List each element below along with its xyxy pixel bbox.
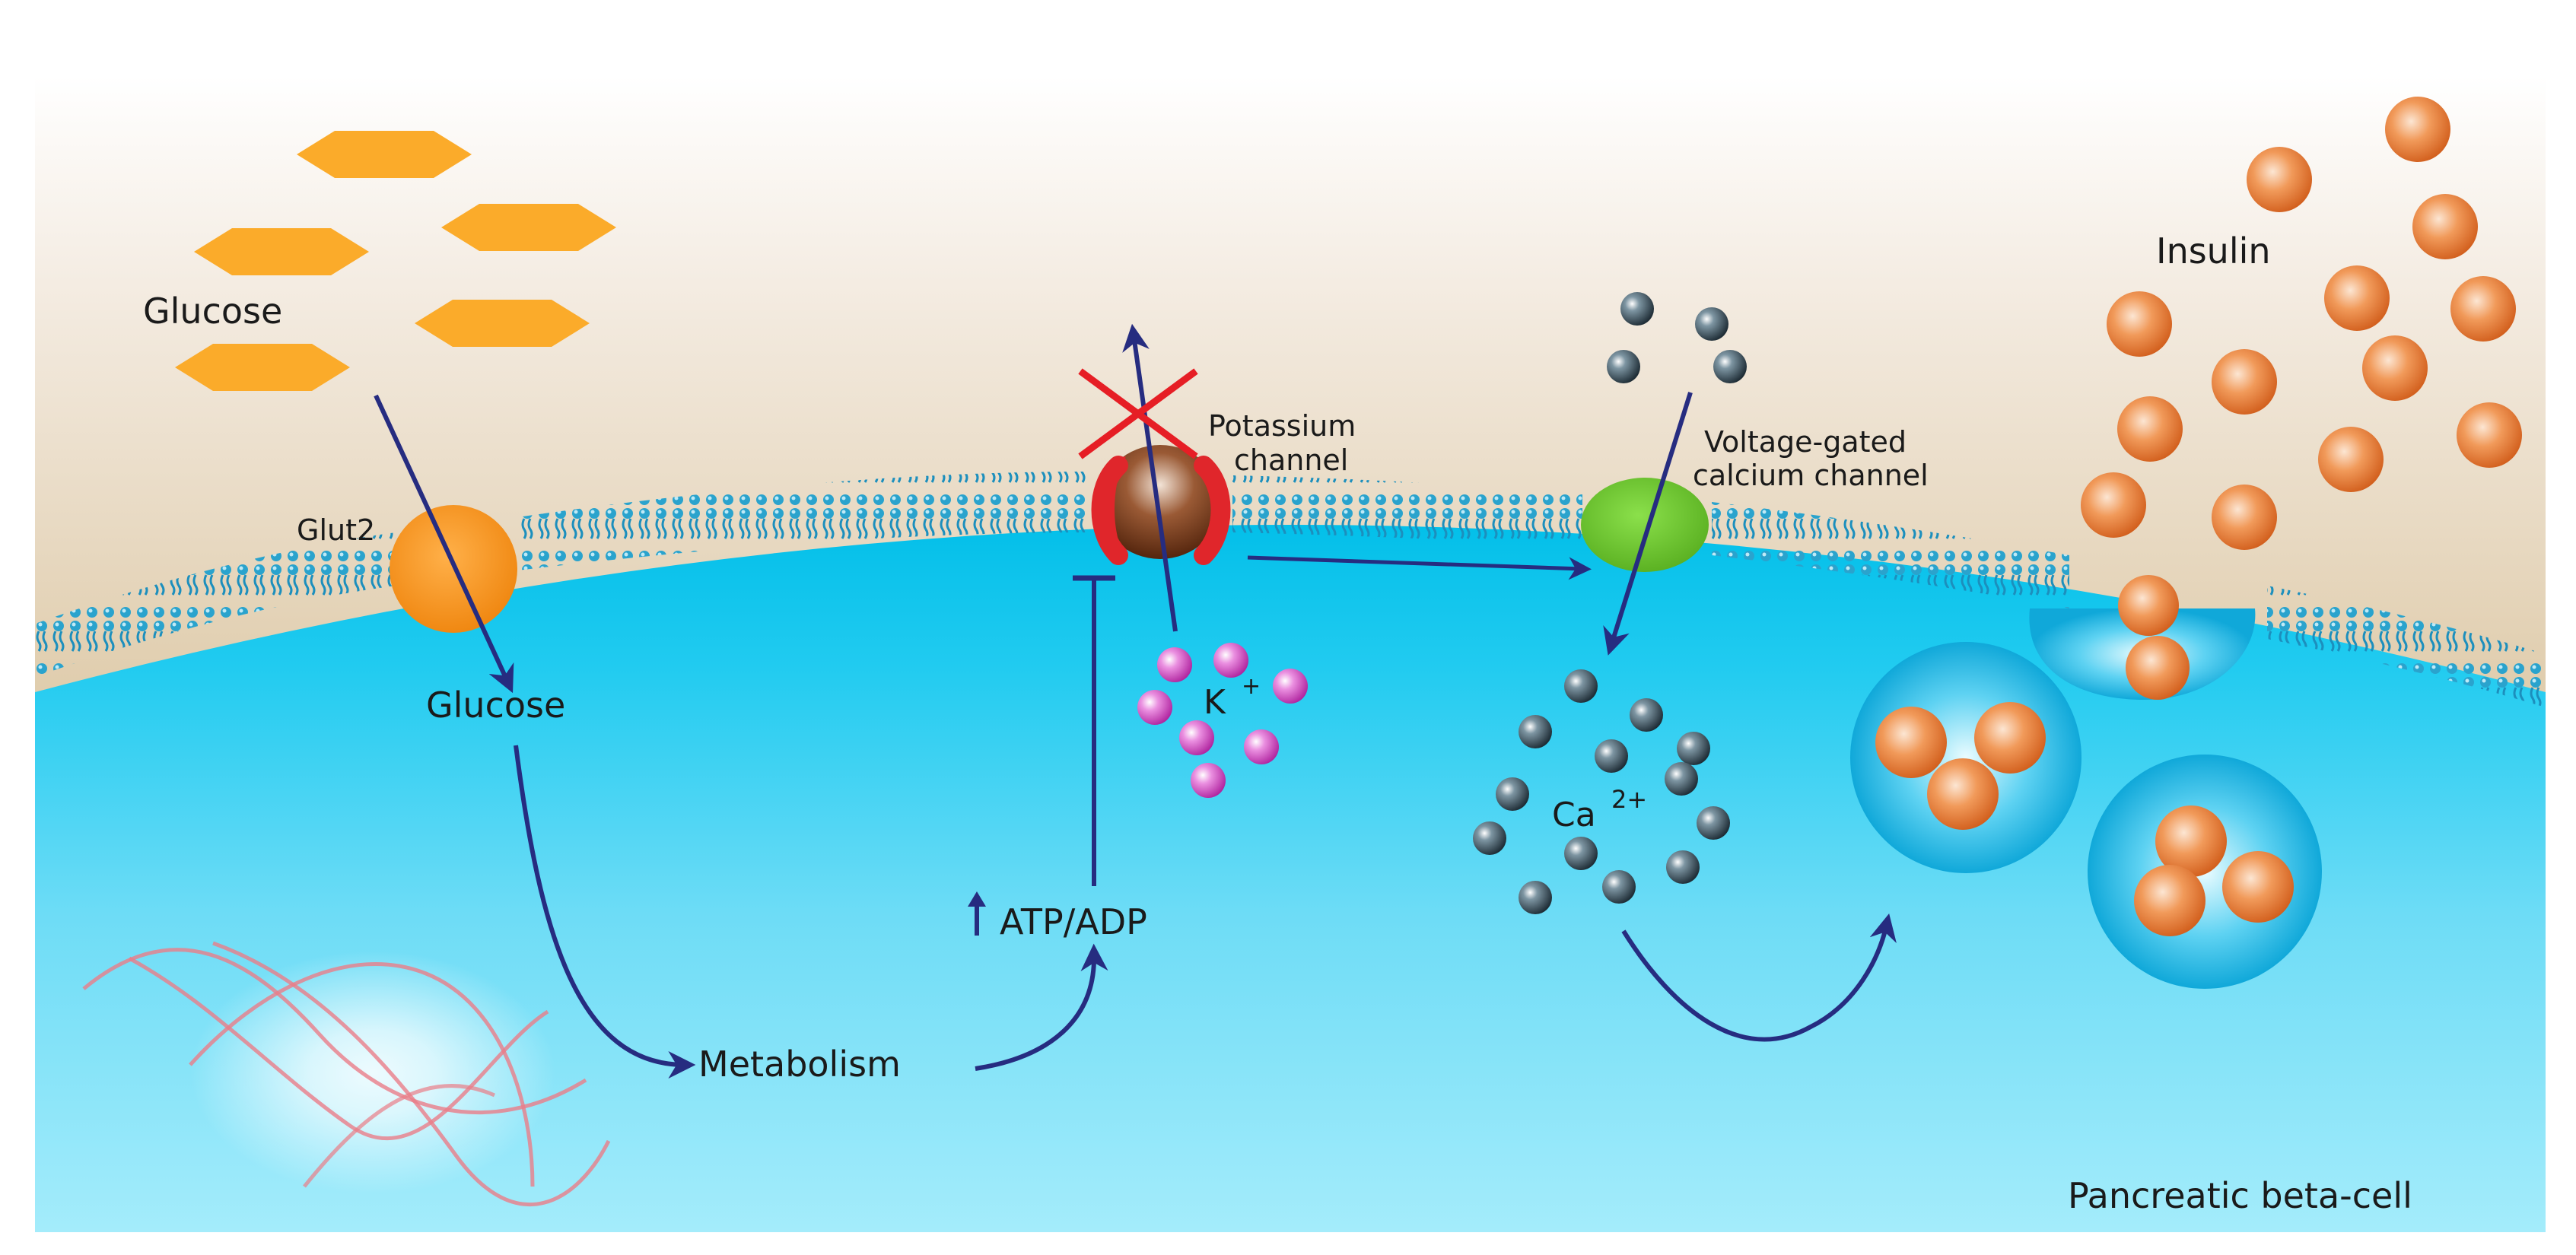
- calcium-channel-label-2: calcium channel: [1693, 459, 1929, 492]
- glucose-hexagon-icon: [194, 228, 369, 275]
- glucose-entry-arrow: [374, 394, 514, 694]
- potassium-channel-label-2: channel: [1234, 443, 1348, 477]
- dna-helix-icon: [82, 941, 611, 1206]
- metabolism-label: Metabolism: [698, 1044, 901, 1085]
- exocytosis-arrow: [1621, 913, 1897, 1042]
- insulin-vesicle: [1850, 642, 2081, 873]
- atp-adp-label: ATP/ADP: [1000, 901, 1147, 942]
- block-cross-icon: [1078, 368, 1198, 459]
- glut2-label: Glut2: [297, 513, 375, 547]
- potassium-efflux-arrow: [1122, 323, 1178, 632]
- metabolism-to-atp-arrow: [975, 943, 1108, 1071]
- calcium-entry-arrow: [1603, 392, 1693, 656]
- potassium-channel-label-1: Potassium: [1208, 409, 1356, 443]
- glucose-inside-label: Glucose: [426, 685, 565, 726]
- insulin-granule-icon: [2081, 97, 2522, 550]
- potassium-ions: [1137, 643, 1308, 798]
- glucose-hexagon-icon: [175, 344, 350, 391]
- cell-membrane: [35, 472, 2546, 707]
- depolarization-arrow: [1247, 555, 1592, 580]
- glycolysis-arrow: [514, 745, 696, 1079]
- calcium-channel-label-1: Voltage-gated: [1704, 425, 1907, 459]
- fusing-vesicle: [2029, 575, 2256, 700]
- calcium-ion-charge: 2+: [1611, 785, 1647, 814]
- glucose-outside-label: Glucose: [143, 291, 282, 332]
- insulin-label: Insulin: [2156, 230, 2271, 272]
- glucose-molecules: [175, 131, 616, 391]
- calcium-ions-outside: [1607, 292, 1747, 383]
- up-arrow-icon: [968, 891, 986, 936]
- glucose-hexagon-icon: [441, 204, 616, 251]
- potassium-channel-icon: [1091, 445, 1231, 565]
- calcium-ion-label: Ca: [1552, 796, 1596, 834]
- calcium-channel-icon: [1581, 478, 1709, 572]
- glucose-hexagon-icon: [415, 300, 590, 347]
- potassium-ion-charge: +: [1242, 673, 1261, 700]
- glucose-hexagon-icon: [297, 131, 472, 178]
- potassium-ion-label: K: [1204, 683, 1226, 722]
- calcium-ions-inside: [1473, 669, 1730, 914]
- insulin-vesicle: [2088, 755, 2322, 989]
- cell-name-label: Pancreatic beta-cell: [2068, 1175, 2412, 1216]
